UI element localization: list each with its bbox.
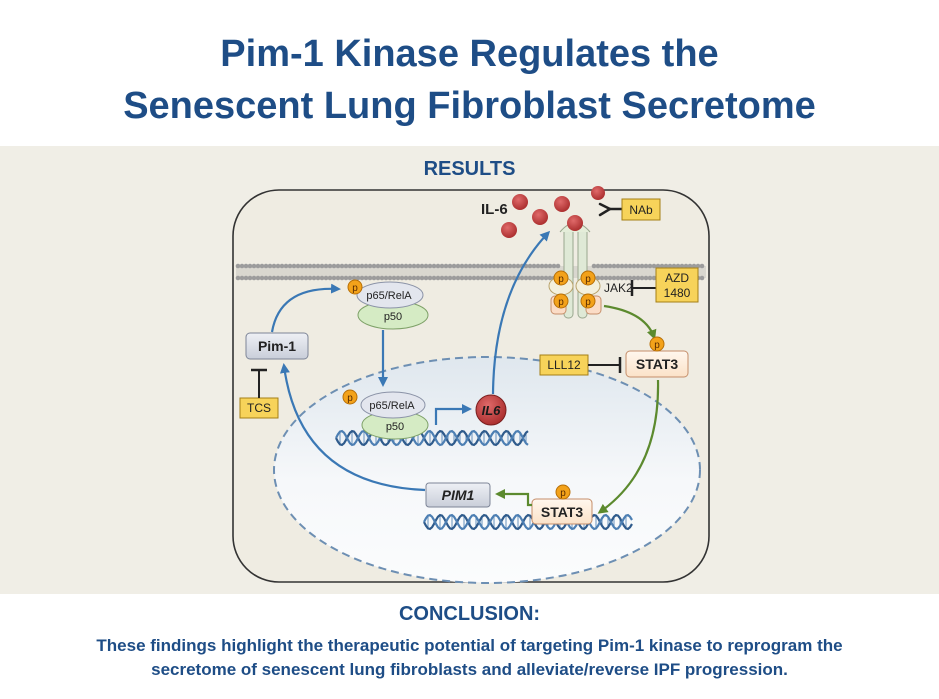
il6-ball <box>512 194 528 210</box>
il6-ball <box>532 209 548 225</box>
pim1-gene-to-protein-arrow <box>279 363 426 492</box>
phospho-badge: p <box>580 270 596 286</box>
stat3-to-pim1-arrow <box>495 489 532 507</box>
nucleus <box>273 356 701 584</box>
conclusion-heading: CONCLUSION: <box>398 603 541 625</box>
phospho-badge: p <box>347 279 363 295</box>
phospho-badge: p <box>553 270 569 286</box>
pim1-to-p65-arrow <box>270 283 341 333</box>
svg-text:p: p <box>654 340 660 351</box>
phospho-badge: p <box>342 389 358 405</box>
cell-membrane <box>235 263 706 281</box>
svg-text:p: p <box>585 274 591 285</box>
conclusion-line-2: secretome of senescent lung fibroblasts … <box>151 660 788 679</box>
pim1-gene-label: PIM1 <box>442 487 475 503</box>
svg-text:p: p <box>560 488 566 499</box>
conclusion-text: These findings highlight the therapeutic… <box>6 634 933 682</box>
phospho-badge: p <box>555 484 571 500</box>
il6-ball <box>501 222 517 238</box>
azd-label-1: AZD <box>665 271 689 285</box>
phospho-badge: p <box>580 293 596 309</box>
il6-ball <box>554 196 570 212</box>
svg-text:p: p <box>352 283 358 294</box>
pim1-protein-box <box>245 332 309 360</box>
il6-ball <box>591 186 605 200</box>
pim1-gene-box <box>425 482 491 508</box>
antibody-icon <box>598 202 624 217</box>
tcs-label: TCS <box>247 401 271 415</box>
jak2-label: JAK2 <box>604 281 633 295</box>
il6-cytokines <box>501 186 605 238</box>
p65-nuc <box>360 391 426 419</box>
il6-secretion-arrow <box>491 230 551 395</box>
il6-gene-label: IL6 <box>482 403 502 418</box>
p65-nuc-label: p65/RelA <box>369 400 415 412</box>
p65-cyto-label: p65/RelA <box>366 290 412 302</box>
azd-label-2: 1480 <box>664 286 691 300</box>
il6-ball <box>567 215 583 231</box>
dna-il6 <box>335 429 529 447</box>
jak-to-stat3-arrow <box>603 304 657 340</box>
p65-to-il6-arrow <box>434 404 472 425</box>
phospho-badge: p <box>553 293 569 309</box>
nab-label: NAb <box>629 203 653 217</box>
lll12-label: LLL12 <box>547 358 581 372</box>
stat3-nuc-label: STAT3 <box>541 504 583 520</box>
svg-text:p: p <box>585 297 591 308</box>
svg-text:p: p <box>558 274 564 285</box>
svg-text:p: p <box>347 393 353 404</box>
il6-gene-ball <box>475 394 507 426</box>
title-line-2: Senescent Lung Fibroblast Secretome <box>123 85 816 127</box>
results-heading: RESULTS <box>423 158 516 180</box>
p50-cyto-label: p50 <box>384 311 402 323</box>
phospho-badge: p <box>649 336 665 352</box>
p50-nuc-label: p50 <box>386 421 404 433</box>
page-title: Pim-1 Kinase Regulates the Senescent Lun… <box>0 28 939 132</box>
p65-cyto <box>356 281 424 309</box>
conclusion-line-1: These findings highlight the therapeutic… <box>96 636 843 655</box>
nab-box <box>621 198 661 221</box>
stat3-translocation-arrow <box>597 379 660 514</box>
svg-text:p: p <box>558 297 564 308</box>
title-line-1: Pim-1 Kinase Regulates the <box>220 33 719 75</box>
il6-label: IL-6 <box>481 201 508 218</box>
azd-box <box>655 267 699 303</box>
pim1-protein-label: Pim-1 <box>258 338 296 354</box>
stat3-cyto-label: STAT3 <box>636 356 678 372</box>
